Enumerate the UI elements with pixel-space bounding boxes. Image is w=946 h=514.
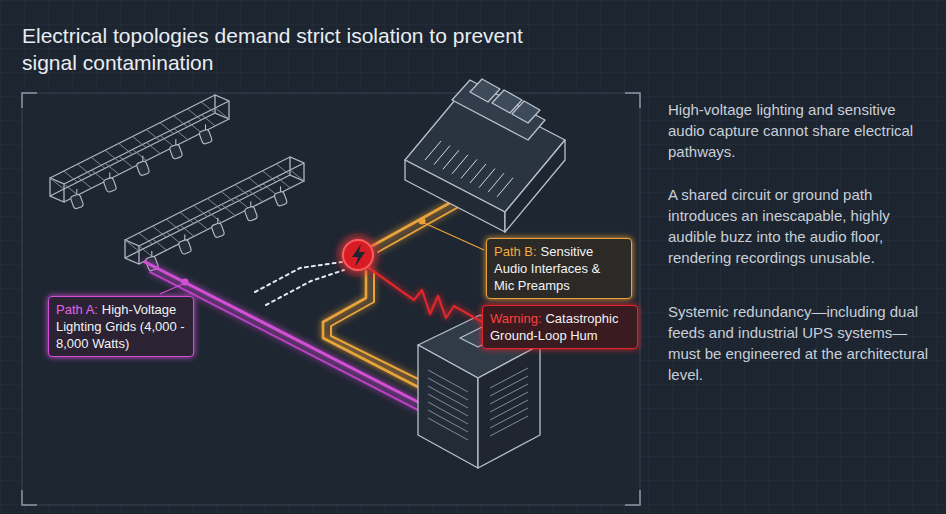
generator-vents — [428, 368, 528, 440]
truss-brace — [188, 109, 202, 120]
vent-slat — [490, 408, 528, 428]
truss-brace — [105, 163, 119, 174]
truss-braces — [50, 102, 304, 257]
body-note: High-voltage lighting and sensitive audi… — [668, 99, 934, 162]
leader-dot — [419, 218, 426, 225]
truss-brace — [92, 170, 106, 181]
truss-brace — [215, 108, 229, 119]
truss-brace — [202, 115, 216, 126]
truss-brace — [133, 137, 147, 148]
truss-brace — [194, 218, 208, 229]
truss-brace — [133, 149, 147, 160]
truss-brace — [180, 225, 194, 236]
light-fixture — [178, 239, 192, 255]
fader — [434, 146, 450, 165]
light-fixture — [199, 129, 213, 145]
fader — [497, 178, 513, 197]
light-fixture — [169, 144, 183, 160]
truss-brace — [64, 171, 78, 182]
truss-brace — [174, 116, 188, 127]
light-fixture — [244, 206, 258, 222]
body-note: Systemic redundancy—including dual feeds… — [668, 301, 934, 385]
truss-brace — [208, 211, 222, 222]
truss-brace — [146, 130, 160, 141]
truss-brace — [201, 102, 215, 113]
truss-brace — [222, 205, 236, 216]
vent-slat — [428, 418, 468, 440]
title: Electrical topologies demand strict isol… — [22, 22, 532, 76]
truss-brace — [78, 177, 92, 188]
leader-dot — [182, 279, 189, 286]
truss-brace — [119, 156, 133, 167]
ground-loop-zigzag — [366, 266, 482, 322]
vent-slat — [490, 416, 528, 436]
truss-brace — [208, 199, 222, 210]
truss-brace — [50, 178, 64, 189]
fault-icon — [343, 240, 373, 270]
truss-brace — [277, 177, 291, 188]
vent-slat — [490, 392, 528, 412]
truss-brace — [235, 198, 249, 209]
truss-brace — [180, 212, 194, 223]
light-fixture — [103, 177, 117, 193]
leader-lines — [160, 222, 484, 294]
body-note: A shared circuit or ground path introduc… — [668, 184, 934, 268]
light-fixture — [70, 194, 84, 210]
truss-brace — [276, 164, 290, 175]
fader — [470, 164, 486, 183]
fader — [461, 159, 477, 178]
truss-brace — [139, 233, 153, 244]
truss-brace — [64, 184, 78, 195]
path-b-label: Path B:Sensitive Audio Interfaces & Mic … — [486, 238, 632, 299]
vent-slat — [490, 368, 528, 388]
truss-brace — [174, 129, 188, 140]
truss-brace — [188, 122, 202, 133]
truss-brace — [119, 143, 133, 154]
truss-brace — [160, 136, 174, 147]
vent-slat — [490, 400, 528, 420]
truss-brace — [290, 170, 304, 181]
white-dotted-wires — [255, 262, 344, 305]
fault-glow — [336, 233, 380, 277]
truss-brace — [91, 157, 105, 168]
light-fixtures — [70, 124, 288, 271]
fader — [488, 173, 504, 192]
fader — [443, 150, 459, 169]
truss-brace — [221, 192, 235, 203]
truss-brace — [153, 239, 167, 250]
fader — [425, 141, 441, 160]
console-faders — [425, 141, 513, 197]
fader — [452, 155, 468, 174]
label-lead: Path B: — [494, 244, 537, 259]
lightning-bolt — [352, 244, 365, 267]
truss-brace — [78, 164, 92, 175]
light-fixture — [274, 191, 288, 207]
mixing-console — [405, 79, 565, 232]
label-lead: Warning: — [490, 311, 542, 326]
fader — [479, 169, 495, 188]
light-fixture — [136, 160, 150, 176]
truss-brace — [160, 123, 174, 134]
path-a-label: Path A:High-Voltage Lighting Grids (4,00… — [48, 296, 194, 357]
truss-brace — [167, 232, 181, 243]
truss-brace — [249, 178, 263, 189]
truss-brace — [105, 150, 119, 161]
truss-brace — [235, 185, 249, 196]
truss-brace — [153, 226, 167, 237]
label-lead: Path A: — [56, 302, 98, 317]
truss-brace — [147, 143, 161, 154]
warning-label: Warning:Catastrophic Ground-Loop Hum — [482, 305, 638, 349]
lighting-truss — [50, 95, 304, 264]
truss-brace — [166, 219, 180, 230]
vent-slat — [490, 384, 528, 404]
truss-brace — [263, 171, 277, 182]
light-fixture — [211, 222, 225, 238]
truss-brace — [194, 205, 208, 216]
truss-brace — [263, 184, 277, 195]
truss-brace — [249, 191, 263, 202]
vent-slat — [490, 376, 528, 396]
truss-brace — [139, 246, 153, 257]
truss-brace — [125, 240, 139, 251]
